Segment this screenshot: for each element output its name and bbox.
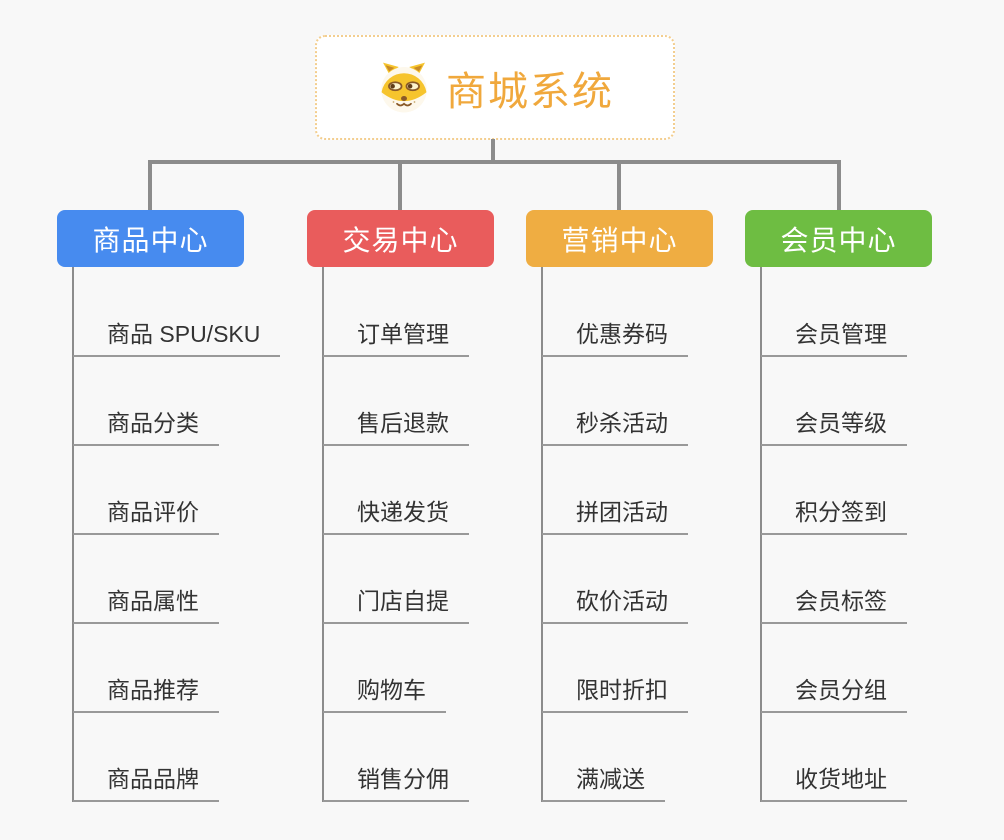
dog-face-icon <box>376 60 432 116</box>
root-node[interactable]: 商城系统 <box>315 35 675 140</box>
connector-drop-trade <box>398 160 402 210</box>
child-topic[interactable]: 积分签到 <box>761 499 907 535</box>
connector-root-drop <box>491 139 495 164</box>
child-topic[interactable]: 销售分佣 <box>323 766 469 802</box>
branch-children-trade: 订单管理 售后退款 快递发货 门店自提 购物车 销售分佣 <box>323 267 469 802</box>
child-topic[interactable]: 秒杀活动 <box>542 410 688 446</box>
branch-children-marketing: 优惠券码 秒杀活动 拼团活动 砍价活动 限时折扣 满减送 <box>542 267 688 802</box>
branch-members: 会员中心 会员管理 会员等级 积分签到 会员标签 会员分组 收货地址 <box>745 210 985 802</box>
child-topic[interactable]: 快递发货 <box>323 499 469 535</box>
child-topic[interactable]: 商品评价 <box>73 499 219 535</box>
branch-marketing: 营销中心 优惠券码 秒杀活动 拼团活动 砍价活动 限时折扣 满减送 <box>526 210 766 802</box>
branch-trade: 交易中心 订单管理 售后退款 快递发货 门店自提 购物车 销售分佣 <box>307 210 547 802</box>
child-topic[interactable]: 购物车 <box>323 677 446 713</box>
connector-drop-products <box>148 160 152 210</box>
branch-header-products[interactable]: 商品中心 <box>57 210 244 267</box>
branch-header-marketing[interactable]: 营销中心 <box>526 210 713 267</box>
child-topic[interactable]: 会员分组 <box>761 677 907 713</box>
child-topic[interactable]: 会员管理 <box>761 321 907 357</box>
child-topic[interactable]: 售后退款 <box>323 410 469 446</box>
branch-header-trade[interactable]: 交易中心 <box>307 210 494 267</box>
child-topic[interactable]: 限时折扣 <box>542 677 688 713</box>
root-title: 商城系统 <box>446 69 614 114</box>
child-topic[interactable]: 砍价活动 <box>542 588 688 624</box>
connector-drop-members <box>837 160 841 210</box>
branch-children-members: 会员管理 会员等级 积分签到 会员标签 会员分组 收货地址 <box>761 267 907 802</box>
child-topic[interactable]: 会员等级 <box>761 410 907 446</box>
child-topic[interactable]: 商品推荐 <box>73 677 219 713</box>
child-topic[interactable]: 收货地址 <box>761 766 907 802</box>
branch-header-members[interactable]: 会员中心 <box>745 210 932 267</box>
child-topic[interactable]: 商品品牌 <box>73 766 219 802</box>
branch-children-products: 商品 SPU/SKU 商品分类 商品评价 商品属性 商品推荐 商品品牌 <box>73 267 281 802</box>
child-topic[interactable]: 门店自提 <box>323 588 469 624</box>
connector-bus <box>148 160 841 164</box>
child-topic[interactable]: 商品 SPU/SKU <box>73 321 281 357</box>
branch-products: 商品中心 商品 SPU/SKU 商品分类 商品评价 商品属性 商品推荐 商品品牌 <box>57 210 297 802</box>
child-topic[interactable]: 会员标签 <box>761 588 907 624</box>
child-topic[interactable]: 拼团活动 <box>542 499 688 535</box>
child-topic[interactable]: 商品属性 <box>73 588 219 624</box>
child-topic[interactable]: 商品分类 <box>73 410 219 446</box>
child-topic[interactable]: 优惠券码 <box>542 321 688 357</box>
child-topic[interactable]: 满减送 <box>542 766 665 802</box>
child-topic[interactable]: 订单管理 <box>323 321 469 357</box>
connector-drop-marketing <box>617 160 621 210</box>
